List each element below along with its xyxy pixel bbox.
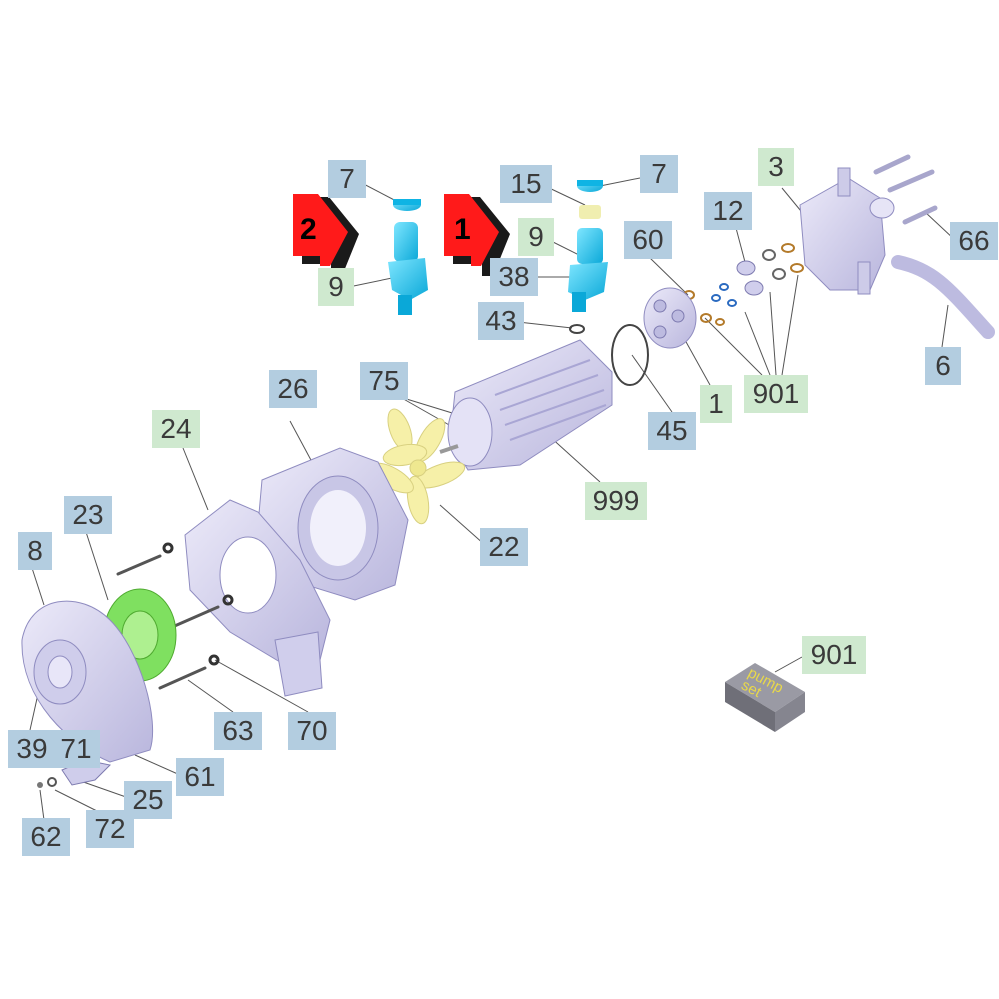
valve-body-variant-2-icon [388,222,428,315]
bracket-24-icon [184,499,331,697]
blower-housing-8-icon [21,600,154,763]
bearing-12-icon [736,260,764,296]
arrow-marker-1-icon [444,194,510,276]
callout-901-assembly[interactable]: 901 [744,375,808,413]
callout-62[interactable]: 62 [22,818,70,856]
hose-6-icon [891,255,995,339]
callout-15[interactable]: 15 [500,165,552,203]
callout-60[interactable]: 60 [624,221,672,259]
swashplate-1-icon [643,287,697,349]
callout-999[interactable]: 999 [585,482,647,520]
callout-39[interactable]: 39 [8,730,56,768]
o-ring-43-icon [569,324,585,334]
callout-72[interactable]: 72 [86,810,134,848]
callout-7-variant-2[interactable]: 7 [328,160,366,198]
callout-38[interactable]: 38 [490,258,538,296]
callout-12[interactable]: 12 [704,192,752,230]
callout-9-variant-1[interactable]: 9 [518,218,554,256]
callout-71[interactable]: 71 [52,730,100,768]
seal-rings-icon [683,243,804,326]
variant-marker-1: 1 [454,213,471,246]
callout-1[interactable]: 1 [700,385,732,423]
valve-cap-variant-2-icon [393,199,421,211]
callout-3[interactable]: 3 [758,148,794,186]
callout-24[interactable]: 24 [152,410,200,448]
callout-22[interactable]: 22 [480,528,528,566]
bolts-66-icon [873,154,938,225]
leader-lines [29,177,956,821]
callout-6[interactable]: 6 [925,347,961,385]
pump-set-box-icon [725,663,805,732]
arrow-marker-2-icon [293,194,359,276]
screws-63-icon [116,554,220,690]
pump-head-3-icon [799,167,895,295]
callout-8[interactable]: 8 [18,532,52,570]
o-ring-45-icon [611,324,649,386]
valve-cap-variant-1-icon [577,180,603,192]
callout-9-variant-2[interactable]: 9 [318,268,354,306]
callout-26[interactable]: 26 [269,370,317,408]
callout-61[interactable]: 61 [176,758,224,796]
callout-63[interactable]: 63 [214,712,262,750]
callout-45[interactable]: 45 [648,412,696,450]
callout-75[interactable]: 75 [360,362,408,400]
washer-72-icon [47,777,57,787]
variant-marker-2: 2 [300,213,317,246]
callout-70[interactable]: 70 [288,712,336,750]
callout-7-variant-1[interactable]: 7 [640,155,678,193]
screw-62-icon [37,782,43,788]
callout-23[interactable]: 23 [64,496,112,534]
callout-25[interactable]: 25 [124,781,172,819]
washers-70-icon [162,542,234,666]
callout-901-pump-set[interactable]: 901 [802,636,866,674]
valve-body-variant-1-icon [568,228,608,312]
spring-15-icon [579,205,601,219]
motor-999-icon [439,339,613,471]
callout-43[interactable]: 43 [478,302,524,340]
callout-66[interactable]: 66 [950,222,998,260]
